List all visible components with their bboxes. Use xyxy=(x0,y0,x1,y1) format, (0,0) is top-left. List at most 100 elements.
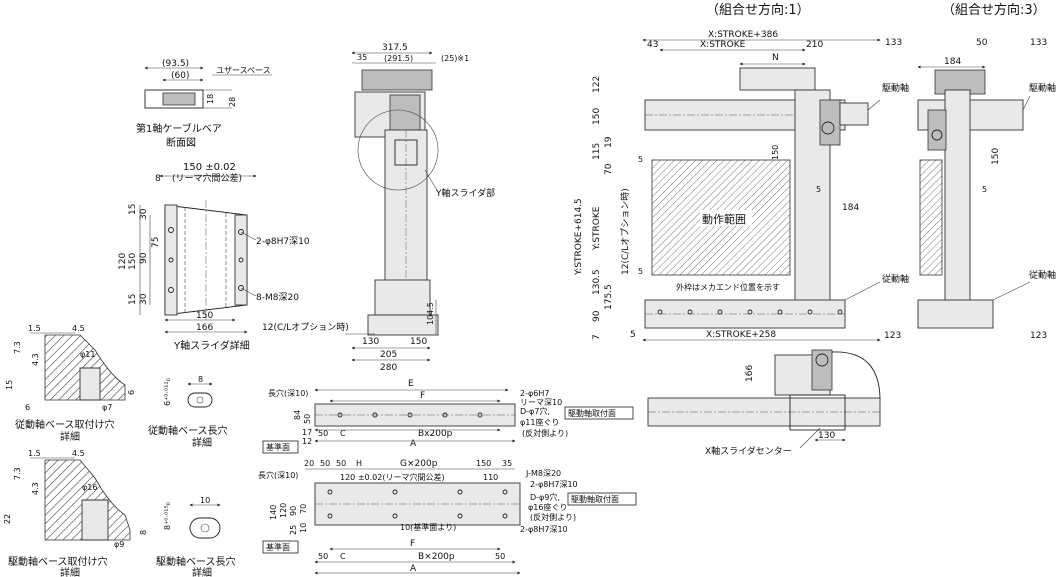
base-plate-drive: 20 50 50 H G×200p 150 35 長穴(深10) 120 ±0.… xyxy=(258,459,637,575)
sv-drive: 駆動軸 xyxy=(1029,82,1056,94)
dd-7-3: 7.3 xyxy=(13,467,22,480)
top-view-combination-1: 43 X:STROKE+386 X:STROKE 210 133 N 駆動軸 動… xyxy=(574,30,909,342)
bp1-17: 17 xyxy=(302,428,312,437)
dim-120: 120 xyxy=(118,253,128,270)
tv-5b: 5 xyxy=(816,185,821,194)
tv-123: 123 xyxy=(884,331,901,341)
bp2-drive-face: 駆動軸取付面 xyxy=(571,494,619,504)
bp2-base-label: 基準面 xyxy=(266,542,290,552)
y-slider-detail: 150 ±0.02 (リーマ穴間公差) 8 15 30 75 120 90 15… xyxy=(118,162,310,352)
slot-6-tolerance: 6⁺⁰·⁰¹²₀ xyxy=(163,378,172,406)
driven-section xyxy=(44,334,126,401)
tv-outer-frame: 外枠はメカエンド位置を示す xyxy=(676,282,780,292)
tv-150: 150 xyxy=(592,108,602,125)
bp2-D: D-φ9穴, xyxy=(530,492,560,502)
bp1-F: F xyxy=(420,391,425,401)
bp1-reamer: リーマ深10 xyxy=(520,398,562,407)
driven-slot xyxy=(187,392,213,408)
fv-280: 280 xyxy=(380,363,397,373)
xs-130: 130 xyxy=(818,431,835,441)
bp1-50b: 50 xyxy=(318,429,328,438)
fv-cl-option: 12(C/Lオプション時) xyxy=(262,322,349,333)
driven-slot-detail: 8 6⁺⁰·⁰¹²₀ 従動軸ベース長穴 詳細 xyxy=(148,375,228,449)
fv-205: 205 xyxy=(380,350,397,360)
tv-70: 70 xyxy=(604,163,614,175)
tv-ystroke-614: Y:STROKE+614.5 xyxy=(574,198,584,276)
tv-175-5: 175.5 xyxy=(604,284,614,310)
tv-xstroke-258: X:STROKE+258 xyxy=(706,330,776,340)
drive-slot-detail: 10 8⁺⁰·⁰¹⁵₀ 駆動軸ベース長穴 詳細 xyxy=(156,496,236,577)
fv-130: 130 xyxy=(362,337,379,347)
drive-base-title: 駆動軸ベース取付け穴 xyxy=(8,555,108,568)
bp1-D3: (反対側より) xyxy=(522,428,568,438)
dd-phi9: φ9 xyxy=(114,540,124,549)
bp2-120v: 120 xyxy=(279,503,288,518)
fv-104-5: 104.5 xyxy=(426,302,435,325)
bp2-110: 110 xyxy=(483,473,498,482)
fv-291-5: (291.5) xyxy=(384,54,413,63)
bp2-D3: (反対側より) xyxy=(530,512,576,522)
driven-slot-title: 従動軸ベース長穴 xyxy=(148,424,228,437)
dim-150-vertical: 150 xyxy=(128,253,138,270)
bp1-84: 84 xyxy=(293,410,302,420)
dim-90: 90 xyxy=(139,252,149,264)
bp2-J: J-M8深20 xyxy=(525,469,561,478)
sv-5: 5 xyxy=(982,185,987,194)
bp1-D2: φ11座ぐり xyxy=(520,417,559,427)
xs-166: 166 xyxy=(745,365,755,382)
drive-slot-10: 10 xyxy=(200,496,210,505)
header-combination-direction-3: （組合せ方向:3） xyxy=(942,2,1046,18)
x-slider-view: 166 130 X軸スライダセンター xyxy=(647,349,881,457)
cable-bear-subtitle: 断面図 xyxy=(166,136,196,149)
drive-slot-tolerance: 8⁺⁰·⁰¹⁵₀ xyxy=(163,502,172,530)
bp2-A: A xyxy=(410,564,417,574)
sv-133: 133 xyxy=(1030,38,1047,48)
tv-xstroke: X:STROKE xyxy=(700,40,746,50)
hole-8-m8: 8-M8深20 xyxy=(256,292,299,303)
bp2-150: 150 xyxy=(476,459,491,468)
bp2-slot: 長穴(深10) xyxy=(258,470,298,480)
sv-123: 123 xyxy=(1030,331,1047,341)
dd-4-3: 4.3 xyxy=(31,482,40,495)
hole-2-phi8h7: 2-φ8H7深10 xyxy=(256,236,310,247)
bp1-hole: 2-φ6H7 xyxy=(520,389,549,398)
sv-150: 150 xyxy=(991,148,1001,165)
bp2-35: 35 xyxy=(502,459,512,468)
reamer-tolerance: (リーマ穴間公差) xyxy=(172,172,242,184)
side-view-combination-3: 50 133 184 駆動軸 150 5 従動軸 123 xyxy=(917,38,1056,341)
bp2-140: 140 xyxy=(269,505,278,520)
bp1-12: 12 xyxy=(302,437,312,446)
bp2-D2: φ16座ぐり xyxy=(528,502,567,512)
base-plate-driven: 長穴(深10) E F 2-φ6H7 リーマ深10 84 50 17 12 50… xyxy=(262,379,634,454)
sv-range xyxy=(919,159,943,276)
bp1-drive-face-box xyxy=(564,406,634,420)
bp1-base-ref: 基準面 xyxy=(266,442,290,452)
bp1-E: E xyxy=(408,379,414,389)
xs-center: X軸スライダセンター xyxy=(705,445,792,457)
tv-driven: 従動軸 xyxy=(882,273,909,285)
d-4-5: 4.5 xyxy=(72,324,85,333)
bp2-70: 70 xyxy=(299,504,308,514)
bp1-A: A xyxy=(410,439,417,449)
user-space-label: ユザースペース xyxy=(216,66,271,75)
y-slider-title: Y軸スライダ詳細 xyxy=(173,339,250,352)
dim-75: 75 xyxy=(151,237,161,248)
bp2-G: G×200p xyxy=(400,459,438,469)
dim-30-top: 30 xyxy=(139,208,149,220)
d-4-3: 4.3 xyxy=(31,353,40,366)
sv-184: 184 xyxy=(944,57,961,67)
driven-base-title: 従動軸ベース取付け穴 xyxy=(15,418,115,431)
bp1-drive-face: 駆動軸取付面 xyxy=(568,408,616,418)
fv-25-note: (25)※1 xyxy=(441,54,469,63)
bp1-Bx: Bx200p xyxy=(418,429,453,439)
dd-1-5: 1.5 xyxy=(28,449,41,458)
dim-8: 8 xyxy=(155,174,161,184)
dim-28: 28 xyxy=(228,97,237,107)
dd-phi16: φ16 xyxy=(82,483,97,492)
tv-19: 19 xyxy=(604,136,614,148)
bp2-120: 120 ±0.02(リーマ穴間公差) xyxy=(340,472,445,482)
bp2-F: F xyxy=(410,539,415,549)
cable-bear-title: 第1軸ケーブルベア xyxy=(136,122,222,135)
dim-150-tol: 150 ±0.02 xyxy=(183,162,236,173)
